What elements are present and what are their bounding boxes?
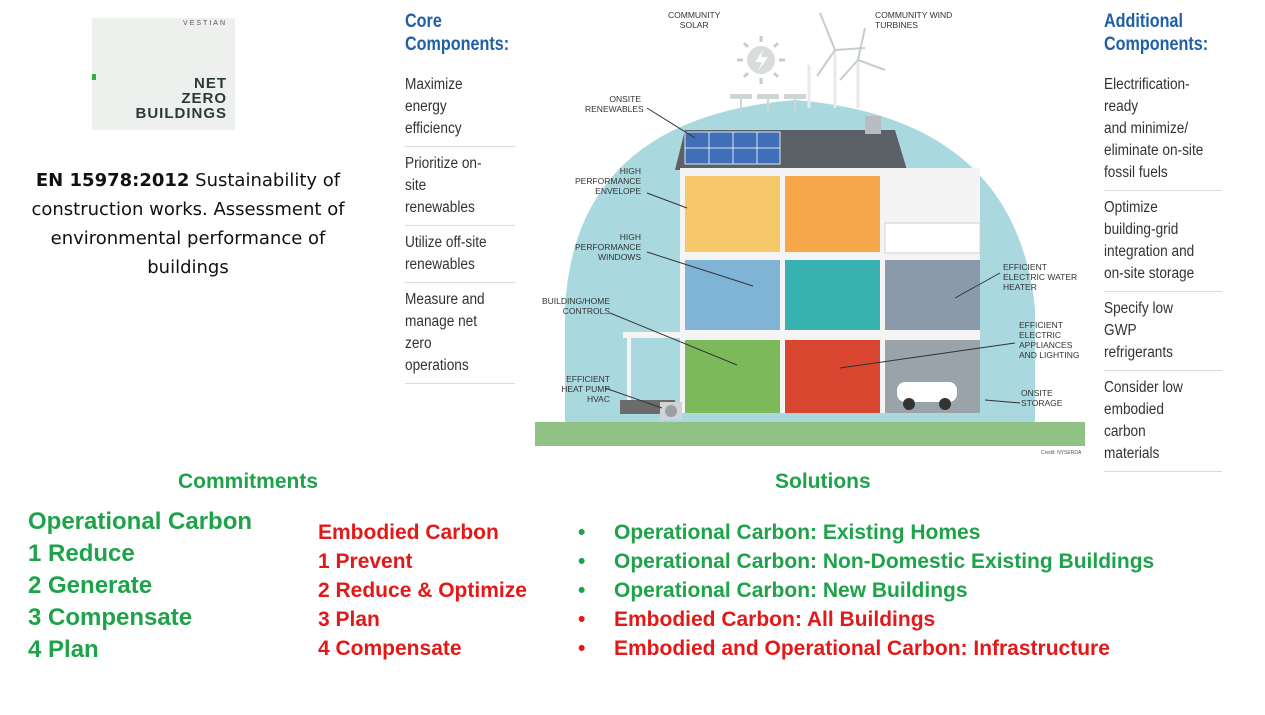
porch-post xyxy=(627,338,631,413)
room-kitchen xyxy=(785,340,880,413)
callout-community-wind: COMMUNITY WIND TURBINES xyxy=(875,10,953,30)
list-item: 4 Compensate xyxy=(318,637,462,660)
logo-brand: VESTIAN xyxy=(183,20,227,27)
operational-carbon-commitments: Operational Carbon 1 Reduce 2 Generate 3… xyxy=(28,506,252,666)
list-item: Operational Carbon: Existing Homes xyxy=(578,518,1182,547)
callout-onsite-renewables: ONSITE RENEWABLES xyxy=(585,94,644,114)
sun-icon xyxy=(737,36,785,84)
additional-components-title: Additional Components: xyxy=(1104,11,1209,55)
standard-text: Sustainability of construction works. As… xyxy=(31,170,345,278)
room-garage xyxy=(885,340,980,413)
callout-heat-pump: EFFICIENT HEAT PUMP HVAC xyxy=(561,374,610,404)
net-zero-house-illustration: COMMUNITY SOLAR COMMUNITY WIND TURBINES … xyxy=(535,8,1087,460)
list-item: 1 Reduce xyxy=(28,540,135,567)
net-zero-buildings-logo: VESTIAN NET ZERO BUILDINGS xyxy=(92,18,235,130)
standard-description: EN 15978:2012 Sustainability of construc… xyxy=(18,166,358,282)
callout-appliances: EFFICIENT ELECTRIC APPLIANCES AND LIGHTI… xyxy=(1019,320,1080,360)
porch-roof xyxy=(623,332,683,338)
list-item: 1 Prevent xyxy=(318,550,413,573)
chimney xyxy=(865,116,881,134)
callout-storage: ONSITE STORAGE xyxy=(1021,388,1063,408)
standard-code: EN 15978:2012 xyxy=(35,170,190,191)
additional-components-panel: Additional Components: Electrification-r… xyxy=(1104,10,1222,472)
callout-envelope: HIGH PERFORMANCE ENVELOPE xyxy=(575,166,642,196)
callout-water-heater: EFFICIENT ELECTRIC WATER HEATER xyxy=(1003,262,1078,292)
list-item: Electrification-ready and minimize/ elim… xyxy=(1104,68,1222,191)
core-components-panel: Core Components: Maximize energy efficie… xyxy=(405,10,515,384)
list-item: 2 Reduce & Optimize xyxy=(318,579,527,602)
callout-controls: BUILDING/HOME CONTROLS xyxy=(541,296,610,316)
core-components-title: Core Components: xyxy=(405,11,510,55)
room-den xyxy=(685,340,780,413)
room-bedroom xyxy=(785,176,880,252)
embodied-carbon-list: 1 Prevent 2 Reduce & Optimize 3 Plan 4 C… xyxy=(318,547,527,663)
solutions-list: Operational Carbon: Existing Homes Opera… xyxy=(578,518,1182,663)
electric-car-icon xyxy=(897,382,957,410)
house-illustration-svg xyxy=(535,12,1085,446)
operational-carbon-list: 1 Reduce 2 Generate 3 Compensate 4 Plan xyxy=(28,538,252,666)
list-item: 4 Plan xyxy=(28,636,99,663)
list-item: 2 Generate xyxy=(28,572,153,599)
room-utility xyxy=(885,260,980,330)
community-solar-panels-icon xyxy=(730,94,806,112)
list-item: Utilize off-site renewables xyxy=(405,226,515,283)
wind-turbine-icon xyxy=(816,12,886,81)
list-item: Operational Carbon: Non-Domestic Existin… xyxy=(578,547,1182,576)
solutions-heading: Solutions xyxy=(775,470,871,493)
list-item: Measure and manage net zero operations xyxy=(405,283,515,384)
room-office xyxy=(685,176,780,252)
room-living xyxy=(685,260,780,330)
room-bathroom xyxy=(785,260,880,330)
ground xyxy=(535,422,1085,446)
list-item: Embodied and Operational Carbon: Infrast… xyxy=(578,634,1182,663)
callout-community-solar: COMMUNITY SOLAR xyxy=(668,10,721,30)
commitments-heading: Commitments xyxy=(178,470,319,493)
core-components-list: Maximize energy efficiency Prioritize on… xyxy=(405,68,515,384)
additional-components-list: Electrification-ready and minimize/ elim… xyxy=(1104,68,1222,472)
list-item: 3 Plan xyxy=(318,608,380,631)
list-item: Consider low embodied carbon materials xyxy=(1104,371,1222,472)
logo-wordmark: NET ZERO BUILDINGS xyxy=(135,75,227,122)
callout-windows: HIGH PERFORMANCE WINDOWS xyxy=(575,232,642,262)
list-item: Maximize energy efficiency xyxy=(405,68,515,147)
leaf-icon xyxy=(92,74,96,80)
list-item: Prioritize on-site renewables xyxy=(405,147,515,226)
embodied-carbon-title: Embodied Carbon xyxy=(318,521,499,544)
list-item: Operational Carbon: New Buildings xyxy=(578,576,1182,605)
illustration-credit: Credit: NYSERDA xyxy=(1041,450,1082,456)
list-item: 3 Compensate xyxy=(28,604,193,631)
operational-carbon-title: Operational Carbon xyxy=(28,508,253,535)
room-balcony xyxy=(884,222,981,254)
list-item: Specify low GWP refrigerants xyxy=(1104,292,1222,371)
list-item: Embodied Carbon: All Buildings xyxy=(578,605,1182,634)
embodied-carbon-commitments: Embodied Carbon 1 Prevent 2 Reduce & Opt… xyxy=(318,518,527,663)
wind-turbine-icon xyxy=(795,12,886,108)
list-item: Optimize building-grid integration and o… xyxy=(1104,191,1222,292)
